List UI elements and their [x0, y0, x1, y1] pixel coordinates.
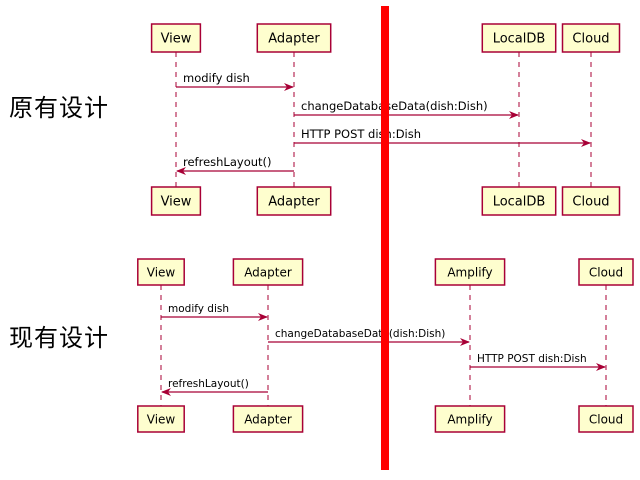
- participant-box-adapter-bottom: [232, 405, 304, 433]
- section-label-old-design: 原有设计: [9, 94, 109, 122]
- participant-label-view-bottom: View: [147, 412, 176, 426]
- participant-label-amplify-bottom: Amplify: [447, 412, 492, 426]
- participant-box-adapter-top: [232, 258, 304, 286]
- participant-box-cloud-bottom: [578, 405, 634, 433]
- participant-box-adapter-bottom: [256, 186, 332, 216]
- participant-label-adapter-bottom: Adapter: [244, 412, 292, 426]
- participant-box-cloud-bottom: [561, 186, 621, 216]
- participant-box-amplify-top: [434, 258, 506, 286]
- message-label-3: HTTP POST dish:Dish: [477, 353, 587, 365]
- participant-box-adapter-top: [256, 23, 332, 53]
- message-label-1: modify dish: [183, 71, 250, 85]
- participant-label-view-top: View: [161, 32, 192, 47]
- participant-label-view-top: View: [147, 265, 176, 279]
- participant-box-localdb-top: [481, 23, 557, 53]
- red-divider-bar: [381, 6, 389, 470]
- message-label-2: changeDatabaseData(dish:Dish): [301, 99, 488, 113]
- participant-box-cloud-top: [578, 258, 634, 286]
- message-label-2: changeDatabaseData(dish:Dish): [275, 328, 445, 340]
- participant-label-localdb-bottom: LocalDB: [493, 195, 546, 210]
- participant-label-adapter-bottom: Adapter: [268, 195, 320, 210]
- participant-box-view-bottom: [150, 186, 202, 216]
- message-label-4: refreshLayout(): [168, 378, 249, 390]
- sequence-diagram-old: ViewViewAdapterAdapterLocalDBLocalDBClou…: [150, 23, 621, 216]
- participant-box-view-top: [150, 23, 202, 53]
- participant-box-cloud-top: [561, 23, 621, 53]
- participant-label-cloud-bottom: Cloud: [589, 412, 623, 426]
- participant-label-cloud-top: Cloud: [572, 32, 609, 47]
- message-label-1: modify dish: [168, 303, 229, 315]
- message-label-3: HTTP POST dish:Dish: [301, 127, 421, 141]
- section-label-new-design: 现有设计: [9, 324, 109, 352]
- participant-label-adapter-top: Adapter: [244, 265, 292, 279]
- sequence-diagram-new: ViewViewAdapterAdapterAmplifyAmplifyClou…: [137, 258, 634, 433]
- participant-label-view-bottom: View: [161, 195, 192, 210]
- participant-label-localdb-top: LocalDB: [493, 32, 546, 47]
- participant-box-localdb-bottom: [481, 186, 557, 216]
- participant-label-cloud-top: Cloud: [589, 265, 623, 279]
- participant-box-view-top: [137, 258, 185, 286]
- message-label-4: refreshLayout(): [183, 155, 272, 169]
- participant-box-amplify-bottom: [434, 405, 506, 433]
- participant-box-view-bottom: [137, 405, 185, 433]
- participant-label-adapter-top: Adapter: [268, 32, 320, 47]
- participant-label-cloud-bottom: Cloud: [572, 195, 609, 210]
- participant-label-amplify-top: Amplify: [447, 265, 492, 279]
